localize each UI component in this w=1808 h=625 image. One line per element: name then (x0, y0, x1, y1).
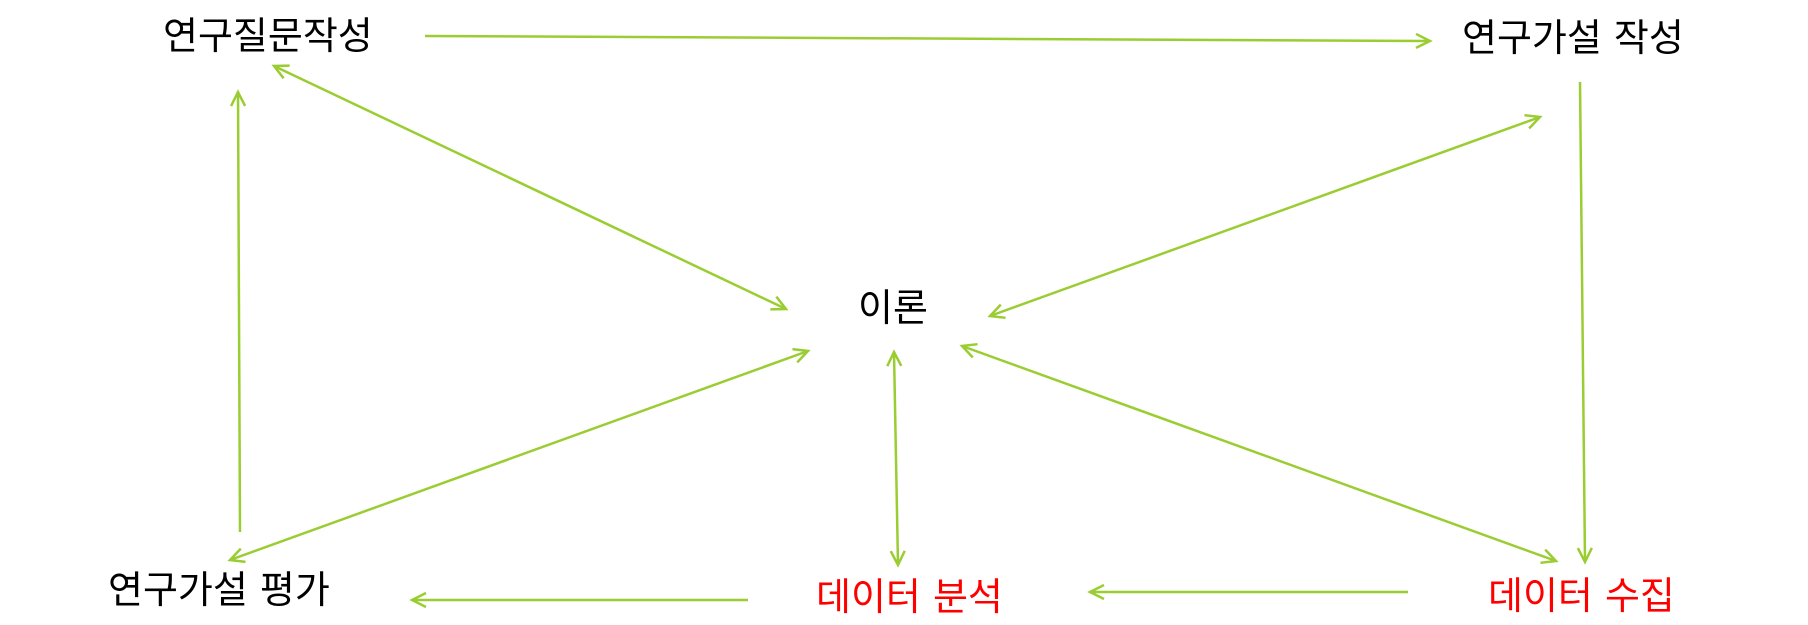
arrowhead-icon (1576, 547, 1593, 565)
arrowhead-icon (886, 349, 903, 367)
arrowhead-icon (770, 295, 789, 311)
node-hypothesis-evaluation: 연구가설 평가 (108, 568, 330, 612)
edge-data-collection-to-theory (961, 344, 1557, 563)
arrowhead-icon (889, 550, 906, 568)
arrowhead-icon (271, 64, 290, 80)
arrowhead-icon (1524, 113, 1543, 130)
arrowhead-icon (1415, 32, 1433, 50)
edge-hypothesis-evaluation-to-theory (229, 349, 809, 562)
edge-hypothesis-writing-to-data-collection (1578, 81, 1587, 563)
arrowhead-icon (1540, 548, 1559, 565)
arrowhead-icon (987, 303, 1006, 320)
arrowhead-icon (1087, 583, 1105, 601)
edge-hypothesis-writing-to-theory (989, 115, 1541, 318)
edge-data-analysis-to-theory (892, 351, 900, 566)
node-research-question: 연구질문작성 (163, 14, 373, 58)
edge-hypothesis-evaluation-to-research-question (236, 91, 242, 533)
node-data-collection: 데이터 수집 (1488, 574, 1675, 618)
arrowhead-icon (229, 89, 247, 107)
arrowhead-icon (409, 591, 427, 609)
arrowhead-icon (959, 342, 978, 359)
node-data-analysis: 데이터 분석 (816, 575, 1003, 619)
arrowhead-icon (792, 347, 811, 364)
arrowhead-icon (227, 547, 246, 564)
node-hypothesis-writing: 연구가설 작성 (1462, 16, 1684, 60)
edge-research-question-to-theory (273, 64, 787, 311)
edge-research-question-to-hypothesis-writing (424, 34, 1431, 43)
node-theory: 이론 (858, 286, 928, 330)
